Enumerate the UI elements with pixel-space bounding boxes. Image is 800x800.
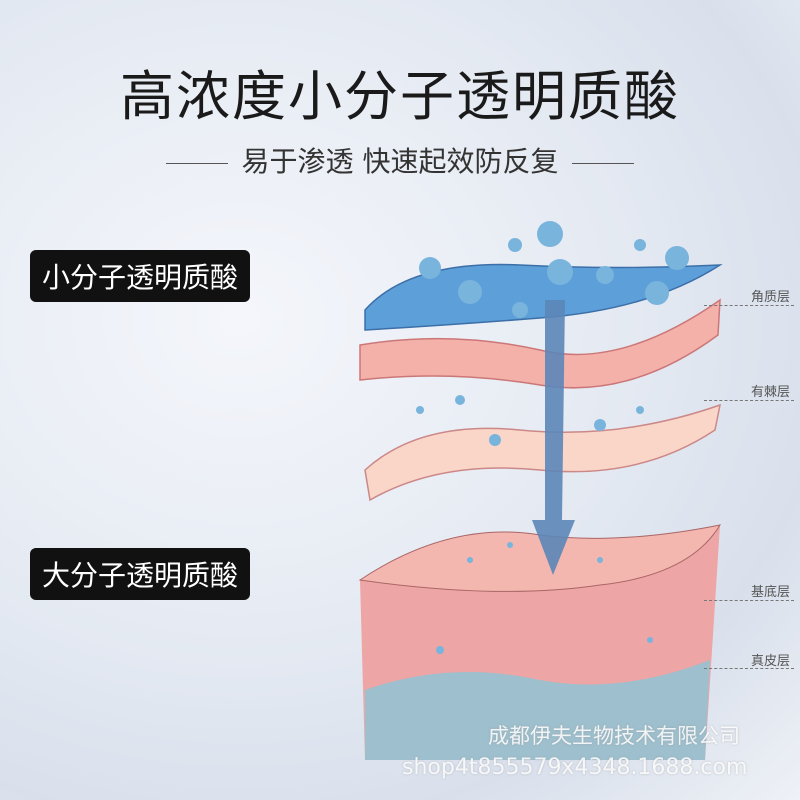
dashed-line xyxy=(704,305,794,306)
watermark-shop: shop4t855579x4348.1688.com xyxy=(402,755,748,780)
large-molecule-tag: 大分子透明质酸 xyxy=(30,548,251,600)
penetration-arrow-icon xyxy=(532,300,575,575)
layer-label: 有棘层 xyxy=(750,385,790,400)
layer-label: 真皮层 xyxy=(750,654,790,669)
dashed-line xyxy=(704,400,794,401)
stratum-corneum xyxy=(364,263,723,331)
subtitle: 易于渗透 快速起效防反复 xyxy=(0,140,800,180)
layer-label: 基底层 xyxy=(750,585,790,600)
molecule-dots xyxy=(416,221,689,654)
divider xyxy=(572,162,635,164)
spinous-layer xyxy=(364,403,721,502)
divider xyxy=(165,162,228,164)
page-title: 高浓度小分子透明质酸 xyxy=(120,65,680,128)
layer-label: 角质层 xyxy=(750,290,790,305)
dashed-line xyxy=(704,668,794,669)
watermark-company: 成都伊夫生物技术有限公司 xyxy=(488,724,740,748)
subtitle-text: 易于渗透 快速起效防反复 xyxy=(241,145,559,178)
small-molecule-tag: 小分子透明质酸 xyxy=(30,250,251,302)
dashed-line xyxy=(704,600,794,601)
